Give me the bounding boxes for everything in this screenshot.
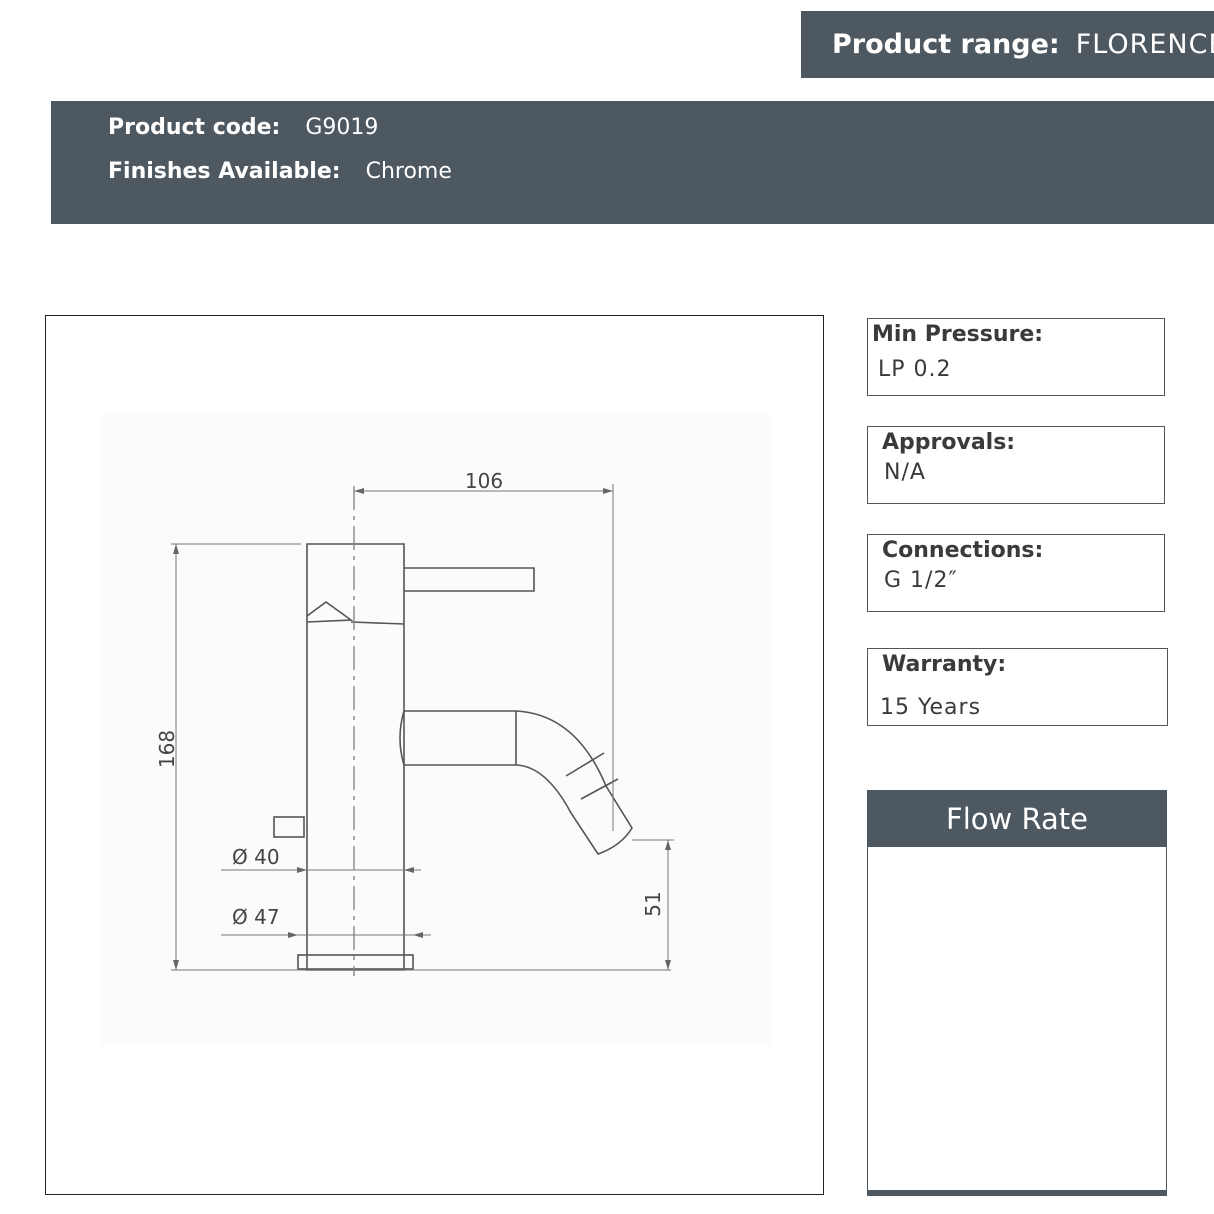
product-range-label: Product range: xyxy=(832,29,1060,60)
drawing-background xyxy=(101,413,771,1045)
spout-seam-2 xyxy=(565,752,605,777)
technical-drawing-frame: 106 168 Ø 40 Ø 47 51 xyxy=(45,315,824,1195)
spout-joint xyxy=(399,710,405,766)
flow-rate-title: Flow Rate xyxy=(868,791,1166,847)
dim-height-label: 168 xyxy=(155,730,179,768)
min-pressure-value: LP 0.2 xyxy=(878,357,952,382)
product-code-label: Product code: xyxy=(108,115,281,140)
warranty-box: Warranty: 15 Years xyxy=(867,648,1168,726)
finishes-label: Finishes Available: xyxy=(108,159,341,184)
product-code-row: Product code: G9019 xyxy=(108,115,378,140)
finishes-value: Chrome xyxy=(365,159,452,184)
approvals-label: Approvals: xyxy=(882,430,1016,455)
lever-pivot xyxy=(306,601,354,623)
warranty-label: Warranty: xyxy=(882,652,1007,677)
tap-base xyxy=(297,954,414,970)
lever-seam xyxy=(350,621,405,625)
warranty-value: 15 Years xyxy=(880,695,982,720)
spout-seam-3 xyxy=(580,778,619,800)
product-range-bar: Product range: FLORENCE xyxy=(801,11,1214,78)
tap-spout xyxy=(404,710,633,855)
finishes-row: Finishes Available: Chrome xyxy=(108,159,452,184)
approvals-box: Approvals: N/A xyxy=(867,426,1165,504)
flow-rate-box: Flow Rate xyxy=(867,790,1167,1196)
product-code-value: G9019 xyxy=(305,115,379,140)
min-pressure-box: Min Pressure: LP 0.2 xyxy=(867,318,1165,396)
dim-dia47-label: Ø 47 xyxy=(232,905,280,929)
dim-width-label: 106 xyxy=(465,469,503,493)
approvals-value: N/A xyxy=(884,460,926,485)
min-pressure-label: Min Pressure: xyxy=(872,322,1044,347)
connections-box: Connections: G 1/2″ xyxy=(867,534,1165,612)
product-info-bar: Product code: G9019 Finishes Available: … xyxy=(51,101,1214,224)
pop-up-knob xyxy=(273,816,305,838)
product-range-value: FLORENCE xyxy=(1075,29,1214,60)
dim-dia40-label: Ø 40 xyxy=(232,845,280,869)
connections-label: Connections: xyxy=(882,538,1044,563)
dim-spout-label: 51 xyxy=(641,891,665,916)
tap-lever xyxy=(404,567,535,592)
connections-value: G 1/2″ xyxy=(884,568,958,593)
tap-technical-drawing: 106 168 Ø 40 Ø 47 51 xyxy=(101,413,771,1045)
